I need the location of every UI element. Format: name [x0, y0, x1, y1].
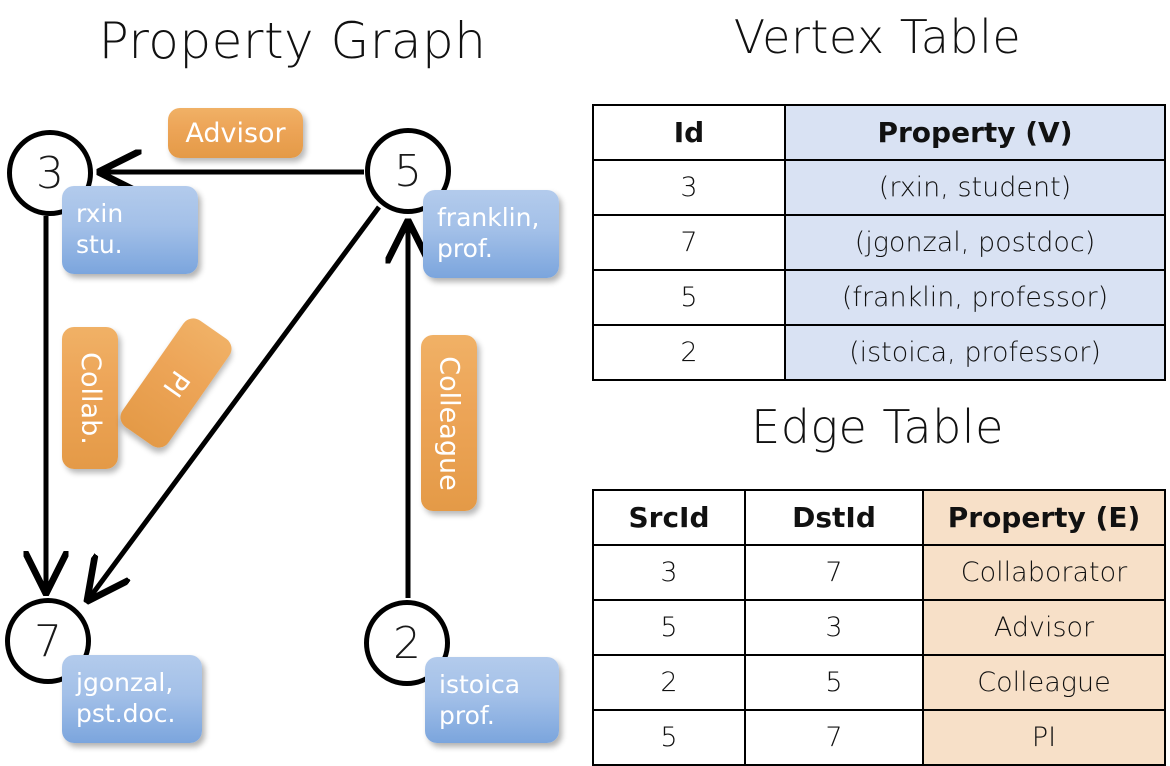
edge-table-header-dstid: DstId — [744, 489, 924, 546]
vertex-table-cell-id: 5 — [592, 269, 786, 326]
table-row: 5 (franklin, professor) — [592, 269, 1166, 326]
vertex-table-cell-id: 2 — [592, 324, 786, 381]
edge-label-collab: Collab. — [62, 327, 118, 469]
page-title-property-graph: Property Graph — [98, 12, 487, 70]
edge-table-cell-srcid: 5 — [592, 709, 746, 766]
vertex-property-box-franklin: franklin, prof. — [423, 190, 559, 278]
edge-table-cell-property: Collaborator — [922, 544, 1166, 601]
edge-label-advisor-text: Advisor — [185, 117, 286, 149]
vertex-node-5-label: 5 — [394, 145, 422, 197]
edge-table-cell-srcid: 5 — [592, 599, 746, 656]
table-row: 5 3 Advisor — [592, 599, 1166, 656]
edge-table-cell-srcid: 3 — [592, 544, 746, 601]
edge-table-cell-property: Colleague — [922, 654, 1166, 711]
edge-table: SrcId DstId Property (E) 3 7 Collaborato… — [592, 489, 1166, 766]
edge-label-colleague: Colleague — [421, 335, 477, 511]
vertex-node-2-label: 2 — [393, 617, 421, 669]
vertex-node-7-label: 7 — [34, 615, 62, 667]
table-row: 3 7 Collaborator — [592, 544, 1166, 601]
vertex-table-cell-property: (istoica, professor) — [784, 324, 1166, 381]
vertex-property-jgonzal-line2: pst.doc. — [76, 699, 176, 728]
vertex-table-header-row: Id Property (V) — [592, 104, 1166, 161]
vertex-property-jgonzal-line1: jgonzal, — [76, 668, 174, 697]
edge-table-cell-dstid: 7 — [744, 544, 924, 601]
page-title-vertex-table: Vertex Table — [733, 10, 1022, 64]
vertex-table-cell-id: 7 — [592, 214, 786, 271]
vertex-table-cell-property: (jgonzal, postdoc) — [784, 214, 1166, 271]
vertex-property-istoica-line1: istoica — [439, 670, 521, 699]
edge-label-collab-text: Collab. — [74, 351, 106, 445]
graph-edge-arrows — [0, 0, 585, 760]
vertex-property-franklin-line2: prof. — [437, 234, 493, 263]
vertex-property-box-istoica: istoica prof. — [425, 657, 559, 743]
table-row: 2 (istoica, professor) — [592, 324, 1166, 381]
edge-table-header-property: Property (E) — [922, 489, 1166, 546]
edge-table-header-row: SrcId DstId Property (E) — [592, 489, 1166, 546]
vertex-node-2[interactable]: 2 — [364, 600, 450, 686]
vertex-property-franklin-line1: franklin, — [437, 203, 540, 232]
vertex-table: Id Property (V) 3 (rxin, student) 7 (jgo… — [592, 104, 1166, 381]
edge-table-cell-dstid: 7 — [744, 709, 924, 766]
table-row: 7 (jgonzal, postdoc) — [592, 214, 1166, 271]
vertex-table-cell-property: (franklin, professor) — [784, 269, 1166, 326]
vertex-table-cell-property: (rxin, student) — [784, 159, 1166, 216]
vertex-property-rxin-line1: rxin — [76, 199, 124, 228]
edge-label-pi-text: PI — [156, 364, 196, 402]
table-row: 3 (rxin, student) — [592, 159, 1166, 216]
edge-arrow-5-to-7 — [88, 205, 382, 600]
vertex-property-box-rxin: rxin stu. — [62, 186, 198, 274]
vertex-table-header-id: Id — [592, 104, 786, 161]
edge-table-cell-dstid: 3 — [744, 599, 924, 656]
edge-table-cell-property: PI — [922, 709, 1166, 766]
edge-table-cell-property: Advisor — [922, 599, 1166, 656]
vertex-node-3-label: 3 — [36, 147, 64, 199]
edge-table-cell-srcid: 2 — [592, 654, 746, 711]
vertex-property-box-jgonzal: jgonzal, pst.doc. — [62, 655, 202, 743]
table-row: 5 7 PI — [592, 709, 1166, 766]
edge-label-advisor: Advisor — [168, 108, 303, 158]
table-row: 2 5 Colleague — [592, 654, 1166, 711]
vertex-property-istoica-line2: prof. — [439, 701, 495, 730]
edge-table-cell-dstid: 5 — [744, 654, 924, 711]
vertex-property-rxin-line2: stu. — [76, 230, 123, 259]
edge-label-colleague-text: Colleague — [433, 355, 465, 491]
vertex-table-header-property: Property (V) — [784, 104, 1166, 161]
property-graph-diagram: 3 5 7 2 rxin stu. franklin, prof. jgonza… — [0, 0, 585, 760]
vertex-node-5[interactable]: 5 — [365, 128, 451, 214]
vertex-table-cell-id: 3 — [592, 159, 786, 216]
edge-table-header-srcid: SrcId — [592, 489, 746, 546]
page-title-edge-table: Edge Table — [751, 400, 1004, 454]
